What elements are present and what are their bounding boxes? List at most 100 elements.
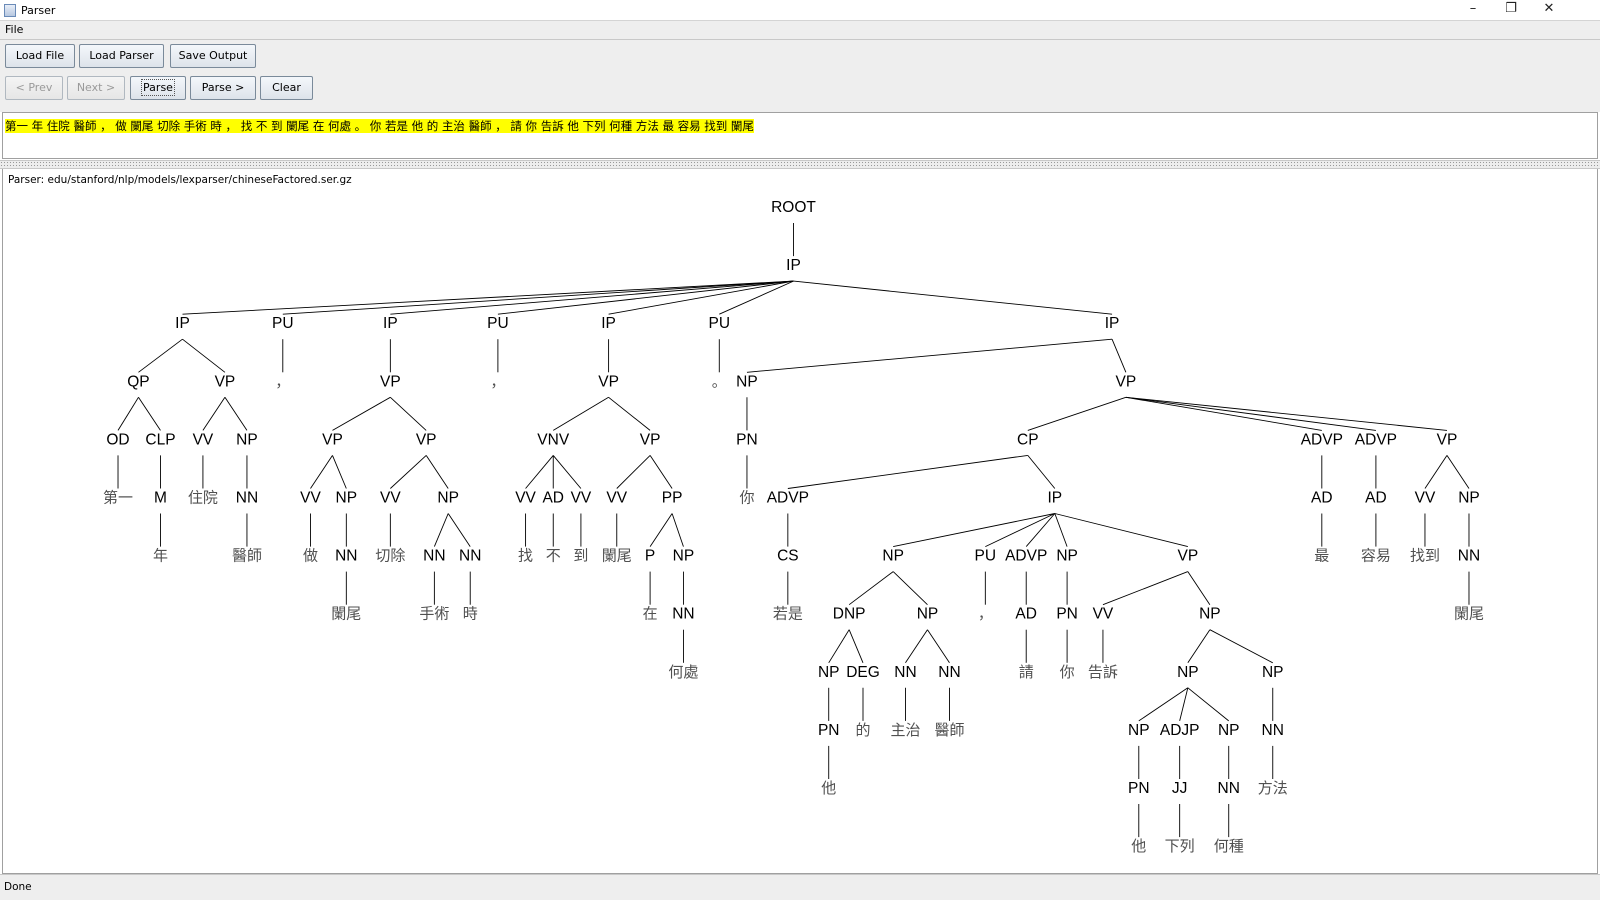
tree-edge [1027,396,1127,431]
parse-button[interactable]: Parse [130,76,186,100]
tree-edge [905,629,928,664]
tree-word: 找 [518,547,533,565]
tree-word: 的 [855,721,870,739]
tree-edge [608,280,794,315]
tree-node-np: NP [917,606,939,623]
tree-node-np: NP [1128,722,1150,739]
parse-next-label: Parse > [201,81,245,94]
tree-node-pn: PN [818,722,840,739]
tree-node-vp: VP [1437,431,1458,448]
tree-edge [390,396,427,431]
tree-node-np: NP [1199,606,1221,623]
toolbar: Load File Load Parser Save Output < Prev… [0,40,1600,112]
load-parser-button[interactable]: Load Parser [79,44,164,68]
tree-word: 容易 [1361,547,1391,565]
tree-node-np: NP [336,490,358,507]
tree-node-clp: CLP [145,431,175,448]
tree-node-dnp: DNP [833,606,866,623]
tree-node-vnv: VNV [537,431,570,448]
tree-word: 告訴 [1088,663,1118,681]
tree-word: 做 [303,547,318,565]
tree-node-od: OD [106,431,129,448]
load-file-button[interactable]: Load File [5,44,75,68]
tree-node-vv: VV [1093,606,1114,623]
tree-edge [649,455,673,489]
tree-word: 醫師 [232,547,262,565]
tree-edge [927,629,950,664]
tree-word: ， [275,372,290,390]
tree-node-advp: ADVP [1301,431,1343,448]
tree-word: 主治 [890,721,920,739]
tree-edge [848,571,894,606]
clear-button[interactable]: Clear [260,76,313,100]
tree-word: 在 [643,605,658,623]
tree-node-np: NP [1056,548,1078,565]
tree-edge [138,338,183,373]
tree-edge [224,397,248,431]
tree-word: 闌尾 [331,605,361,623]
menu-file[interactable]: File [5,23,24,36]
tree-edge [828,629,850,664]
next-button[interactable]: Next > [67,76,125,100]
tree-node-np: NP [236,431,258,448]
tree-node-jj: JJ [1172,780,1188,797]
tree-word: ， [978,605,993,623]
save-output-button[interactable]: Save Output [170,44,256,68]
tree-edge [746,338,1113,373]
tree-word: 請 [1019,663,1034,681]
tree-node-np: NP [1458,490,1480,507]
tree-edge [1179,687,1189,722]
tree-node-np: NP [1218,722,1240,739]
tree-word: 時 [463,605,478,623]
tree-node-nn: NN [1262,722,1284,739]
tree-edge [332,455,347,489]
tree-edge [719,280,794,315]
split-pane-divider[interactable] [0,160,1600,169]
tree-node-np: NP [882,548,904,565]
tree-edge [552,455,582,489]
tree-word: 找到 [1410,547,1440,565]
save-output-label: Save Output [178,49,248,62]
tree-node-vv: VV [300,490,321,507]
sentence-input-area[interactable]: 第一 年 住院 醫師 ， 做 闌尾 切除 手術 時 ， 找 不 到 闌尾 在 何… [2,112,1598,159]
tree-edge [893,513,1055,548]
tree-edge [138,397,161,431]
close-icon[interactable]: ✕ [1543,1,1555,16]
tree-edge [390,280,794,315]
tree-edge [332,396,391,431]
tree-word: 你 [1060,663,1075,681]
tree-node-np: NP [673,548,695,565]
parse-next-button[interactable]: Parse > [190,76,256,100]
restore-icon[interactable]: ❐ [1505,1,1517,16]
tree-word: 切除 [375,547,405,565]
tree-node-ip: IP [1105,315,1120,332]
tree-node-nn: NN [459,548,481,565]
tree-word: 闌尾 [602,547,632,565]
tree-node-ad: AD [1311,490,1333,507]
tree-edge [425,455,449,489]
sentence-text[interactable]: 第一 年 住院 醫師 ， 做 闌尾 切除 手術 時 ， 找 不 到 闌尾 在 何… [5,119,754,133]
tree-word: 不 [546,547,561,565]
tree-node-pn: PN [1056,606,1078,623]
tree-node-vv: VV [515,490,536,507]
tree-edge [310,455,333,489]
tree-edge [1125,396,1322,431]
clear-label: Clear [272,81,301,94]
tree-node-pu: PU [975,548,997,565]
tree-node-vp: VP [322,431,343,448]
tree-edge [433,513,449,547]
tree-edge [616,455,651,489]
tree-edge [553,396,609,431]
tree-word: 若是 [773,605,803,623]
status-text: Done [4,881,32,893]
tree-edge [1138,687,1189,722]
prev-button[interactable]: < Prev [5,76,63,100]
tree-edge [447,513,471,547]
tree-edge [1187,571,1211,605]
tree-node-m: M [154,490,167,507]
tree-node-deg: DEG [846,664,880,681]
minimize-icon[interactable]: – [1469,1,1477,16]
tree-word: 你 [739,489,754,507]
tree-node-vp: VP [640,431,661,448]
tree-node-vv: VV [571,490,592,507]
